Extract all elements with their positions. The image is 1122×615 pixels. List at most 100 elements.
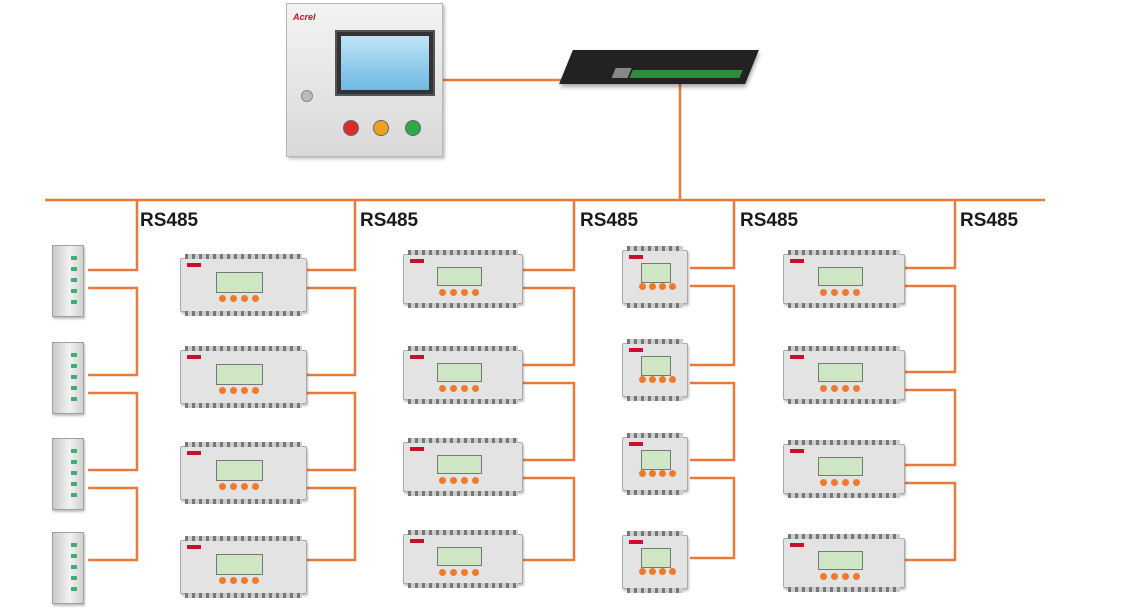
daisy-chain-1-2 bbox=[88, 391, 139, 472]
meter-icon-col5-1 bbox=[783, 250, 905, 308]
meter-button-icon bbox=[669, 568, 676, 576]
meter-button-icon bbox=[669, 376, 676, 384]
lcd-display bbox=[817, 363, 863, 383]
daisy-chain-5-3 bbox=[902, 481, 957, 562]
rs485-label-2: RS485 bbox=[360, 210, 419, 231]
meter-button-icon bbox=[639, 568, 646, 576]
meter-button-icon bbox=[820, 478, 827, 486]
lcd-display bbox=[641, 356, 671, 376]
meter-button-icon bbox=[218, 387, 226, 395]
rs485-label-5: RS485 bbox=[960, 210, 1019, 231]
meter-icon-col2-3 bbox=[180, 442, 307, 504]
meter-button-icon bbox=[229, 387, 237, 395]
meter-icon-col4-4 bbox=[622, 531, 688, 593]
meter-button-icon bbox=[649, 568, 656, 576]
monitoring-panel-icon: Acrel bbox=[286, 3, 443, 157]
meter-button-icon bbox=[842, 572, 849, 580]
daisy-chain-5-2 bbox=[902, 388, 957, 467]
meter-button-icon bbox=[439, 384, 447, 392]
lcd-display bbox=[641, 548, 671, 568]
daisy-chain-5-1 bbox=[902, 284, 957, 374]
meter-button-icon bbox=[842, 384, 849, 392]
meter-button-icon bbox=[659, 376, 666, 384]
meter-button-icon bbox=[639, 283, 646, 291]
meter-button-icon bbox=[439, 568, 447, 576]
daisy-chain-2-2 bbox=[300, 391, 357, 472]
meter-button-icon bbox=[251, 483, 259, 491]
meter-button-icon bbox=[831, 572, 838, 580]
meter-icon-col2-1 bbox=[180, 254, 307, 316]
meter-button-icon bbox=[472, 288, 480, 296]
cabinet-icon-4 bbox=[52, 532, 84, 604]
meter-button-icon bbox=[669, 470, 676, 478]
meter-button-icon bbox=[659, 283, 666, 291]
meter-button-icon bbox=[639, 376, 646, 384]
meter-button-icon bbox=[450, 384, 458, 392]
lcd-display bbox=[817, 267, 863, 287]
daisy-chain-3-1 bbox=[515, 286, 576, 367]
meter-button-icon bbox=[659, 470, 666, 478]
rs485-label-4: RS485 bbox=[740, 210, 799, 231]
red-button-icon bbox=[343, 120, 359, 136]
meter-button-icon bbox=[229, 483, 237, 491]
bus-drop-4 bbox=[690, 200, 736, 270]
meter-button-icon bbox=[218, 295, 226, 303]
lcd-display bbox=[437, 267, 482, 287]
key-lock-icon bbox=[301, 90, 313, 102]
meter-button-icon bbox=[461, 384, 469, 392]
daisy-chain-4-1 bbox=[690, 284, 736, 367]
rs485-label-1: RS485 bbox=[140, 210, 199, 231]
daisy-chain-1-1 bbox=[88, 286, 139, 377]
orange-button-icon bbox=[373, 120, 389, 136]
meter-button-icon bbox=[853, 288, 860, 296]
lcd-display bbox=[216, 272, 263, 293]
daisy-chain-1-3 bbox=[88, 486, 139, 562]
rs485-label-3: RS485 bbox=[580, 210, 639, 231]
daisy-chain-2-3 bbox=[300, 486, 357, 562]
bus-drop-5 bbox=[902, 200, 957, 270]
bus-drop-2 bbox=[300, 200, 357, 272]
meter-button-icon bbox=[853, 384, 860, 392]
panel-brand: Acrel bbox=[293, 12, 316, 22]
meter-icon-col3-3 bbox=[403, 438, 523, 496]
meter-icon-col5-3 bbox=[783, 440, 905, 498]
daisy-chain-2-1 bbox=[300, 286, 357, 377]
meter-icon-col5-2 bbox=[783, 346, 905, 404]
meter-button-icon bbox=[461, 288, 469, 296]
lcd-display bbox=[641, 263, 671, 283]
meter-button-icon bbox=[659, 568, 666, 576]
bus-drop-3 bbox=[515, 200, 576, 272]
meter-button-icon bbox=[649, 376, 656, 384]
meter-button-icon bbox=[639, 470, 646, 478]
lcd-display bbox=[216, 364, 263, 385]
cabinet-icon-2 bbox=[52, 342, 84, 414]
lcd-display bbox=[641, 450, 671, 470]
green-button-icon bbox=[405, 120, 421, 136]
meter-button-icon bbox=[472, 476, 480, 484]
meter-icon-col5-4 bbox=[783, 534, 905, 592]
meter-icon-col2-4 bbox=[180, 536, 307, 598]
meter-button-icon bbox=[240, 387, 248, 395]
lcd-display bbox=[437, 455, 482, 475]
lcd-display bbox=[817, 551, 863, 571]
meter-button-icon bbox=[240, 577, 248, 585]
meter-button-icon bbox=[450, 288, 458, 296]
meter-button-icon bbox=[472, 568, 480, 576]
meter-button-icon bbox=[439, 288, 447, 296]
gateway-icon bbox=[559, 50, 759, 84]
daisy-chain-3-2 bbox=[515, 381, 576, 462]
meter-icon-col3-1 bbox=[403, 250, 523, 308]
meter-icon-col4-3 bbox=[622, 433, 688, 495]
daisy-chain-3-3 bbox=[515, 476, 576, 562]
meter-button-icon bbox=[218, 577, 226, 585]
daisy-chain-4-3 bbox=[690, 476, 736, 560]
lcd-display bbox=[437, 547, 482, 567]
meter-button-icon bbox=[820, 288, 827, 296]
meter-button-icon bbox=[251, 577, 259, 585]
meter-button-icon bbox=[831, 384, 838, 392]
lcd-display bbox=[216, 460, 263, 481]
meter-button-icon bbox=[450, 568, 458, 576]
cabinet-icon-1 bbox=[52, 245, 84, 317]
